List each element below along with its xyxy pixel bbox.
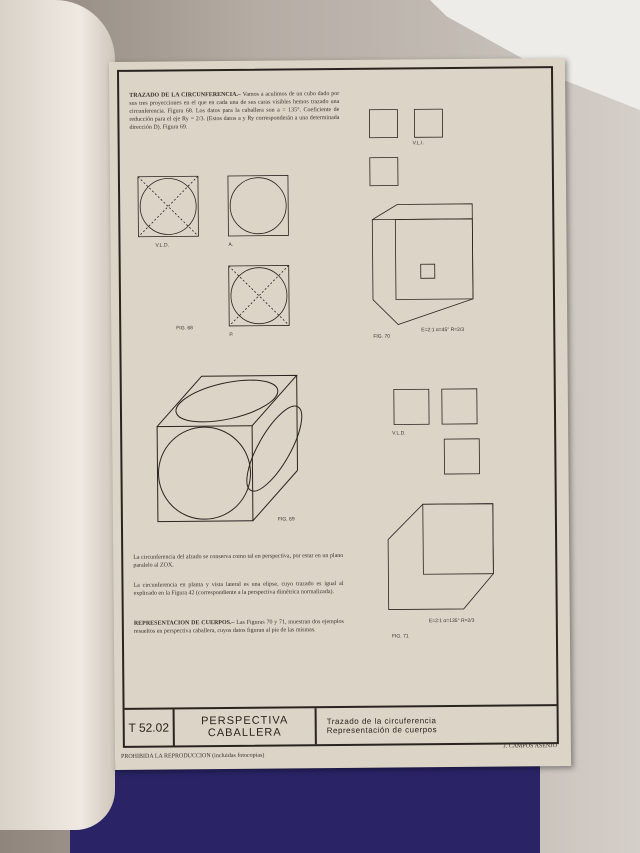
fig68-views (137, 175, 290, 327)
fig69-caption: FIG. 69 (278, 516, 295, 522)
fig71-views (387, 388, 494, 610)
figures-drawing: V.L.D. A. P. FIG. 68 FIG. 69 FIG. 70 E=2… (137, 108, 494, 640)
page-frame: TRAZADO DE LA CIRCUNFERENCIA.– Vamos a a… (116, 66, 559, 748)
fig68-caption: FIG. 68 (176, 325, 193, 331)
footer-notice: PROHIBIDA LA REPRODUCCION (incluidas fot… (120, 752, 265, 760)
fig68-a-label: A. (228, 242, 233, 248)
book-page: TRAZADO DE LA CIRCUNFERENCIA.– Vamos a a… (108, 58, 572, 770)
fig70-vli-label: V.L.I. (413, 140, 424, 146)
fig70-caption: FIG. 70 (373, 334, 390, 340)
paragraph-circle-elevation: La circunferencia del alzado se conserva… (133, 552, 344, 569)
fig68-p-label: P. (229, 332, 233, 338)
fig68-vld-label: V.L.D. (155, 242, 168, 248)
fig70-views (368, 108, 474, 325)
fig71-data: E=2:1 α=135° R=2/3 (429, 618, 475, 624)
footer-author: J. CAMPOS ASENJO (503, 743, 557, 750)
left-page (0, 0, 115, 830)
fig70-data: E=2:1 α=45° R=2/3 (421, 327, 464, 333)
paragraph-ellipse: La circunferencia en planta y vista late… (133, 580, 344, 597)
sheet-code: T 52.02 (124, 709, 175, 746)
section-bodies: REPRESENTACION DE CUERPOS.– Las Figuras … (133, 618, 344, 635)
fig69-cube (156, 374, 303, 523)
fig71-vld-label: V.L.D. (392, 430, 405, 436)
blue-binder (70, 760, 540, 853)
fig71-caption: FIG. 71 (392, 633, 409, 639)
